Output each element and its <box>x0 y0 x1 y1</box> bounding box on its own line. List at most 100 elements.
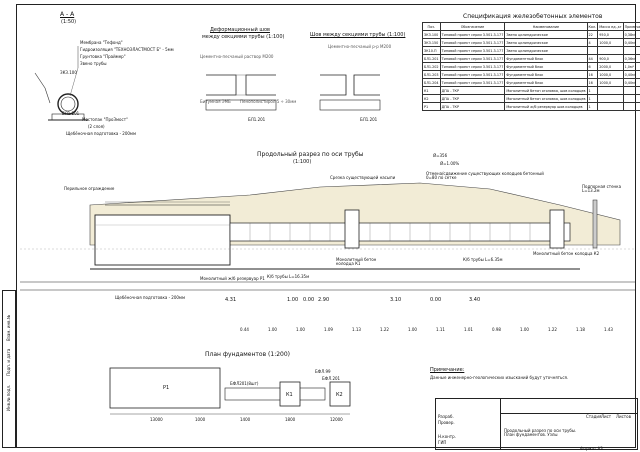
spec-header-row: Поз. Обозначение Наименование Кол. Масса… <box>422 22 640 31</box>
profile-label-k1: Монолитный бетон колодца К1 <box>336 257 377 266</box>
plan-dimension: 12000 <box>330 417 343 422</box>
spec-cell: Типовой проект серии 3.501.3-177 <box>439 62 506 71</box>
plan-label-3: БФЛ.201 <box>322 376 341 381</box>
section-aa-title: А - А <box>60 11 75 18</box>
spec-cell <box>597 86 624 95</box>
profile-distance-value: 1.22 <box>380 327 389 332</box>
stamp-format: Формат А3 <box>580 446 603 451</box>
profile-distance-value: 0.44 <box>240 327 249 332</box>
spec-cell <box>622 94 640 103</box>
spec-cell: 0,36м³ <box>622 54 640 63</box>
spec-header-cell: Обозначение <box>439 22 506 31</box>
profile-label-k2: Монолитный бетон колодца К2 <box>533 251 600 256</box>
profile-distance-value: 1.00 <box>408 327 417 332</box>
spec-cell: 22 <box>586 30 599 39</box>
joint-plain-drawing <box>319 74 381 111</box>
plan-dimension: 1800 <box>285 417 296 422</box>
spec-cell: Типовой проект серии 3.501.3-177 <box>439 78 506 87</box>
profile-label-ground: Ø=1.00% <box>440 161 460 166</box>
profile-label-fence: Перильное ограждение <box>64 186 115 191</box>
side-strip: Инв.№ подл. Подп. и дата Взам. инв.№ <box>2 290 16 448</box>
spec-cell <box>597 94 624 103</box>
profile-distance-value: 1.43 <box>604 327 613 332</box>
profile-distance-value: 1.22 <box>548 327 557 332</box>
section-aa-pipe-mark: ЗКЗ.100 <box>60 70 77 75</box>
profile-slope-value: 1.00 <box>287 297 299 303</box>
spec-cell: Типовой проект серии 3.501.3-177 <box>439 30 506 39</box>
joint-deform-label-br: Пенополистирол 5 ÷ 30мм <box>240 99 297 104</box>
plan-k2: К2 <box>336 392 343 398</box>
spec-header-cell: Примечание <box>622 22 640 31</box>
plan-title: План фундаментов (1:200) <box>205 351 291 358</box>
spec-cell: 6 <box>586 62 599 71</box>
profile-slope-value: 3.10 <box>390 297 402 303</box>
profile-scale: (1:100) <box>293 159 312 165</box>
side-label-2: Подп. и дата <box>6 348 11 376</box>
spec-header-cell: Кол. <box>586 22 599 31</box>
spec-cell <box>622 46 640 55</box>
spec-cell: БЛ1.204 <box>422 78 441 87</box>
spec-cell: К2 <box>422 94 441 103</box>
profile-label-cut: Срезка существующей насыпи <box>330 175 396 180</box>
spec-cell: 1 <box>586 86 599 95</box>
joint-deform-subtitle: между секциями трубы (1:100) <box>202 34 285 40</box>
spec-cell: ЗК10.П <box>422 46 441 55</box>
spec-cell: Монолитный бетон оголовка, шов колодцев <box>504 86 588 95</box>
spec-cell: 16 <box>586 70 599 79</box>
side-label-1: Инв.№ подл. <box>6 384 11 411</box>
spec-header-cell: Поз. <box>422 22 441 31</box>
spec-cell: БЛ1.202 <box>422 62 441 71</box>
spec-cell: 2000,0 <box>597 62 624 71</box>
profile-distance-value: 1.13 <box>352 327 361 332</box>
stamp-role-3: Н.контр. <box>438 434 456 439</box>
spec-cell <box>622 102 640 111</box>
joint-deform-label-bl: Битумная ЭМБ <box>200 99 231 104</box>
section-aa-bottom-2: (2 слоя) <box>88 124 105 129</box>
spec-title: Спецификация железобетонных элементов <box>463 13 603 20</box>
spec-cell: Фундаментный блок <box>504 70 588 79</box>
profile-label-dn: Ø=356 <box>433 153 448 158</box>
stamp-sheet: Лист <box>601 414 612 419</box>
stamp-role-4: ГИП <box>438 440 447 445</box>
spec-cell: 16 <box>586 78 599 87</box>
section-aa-layer-4: Звено трубы <box>80 61 107 66</box>
side-label-3: Взам. инв.№ <box>6 315 11 341</box>
plan-p1: Р1 <box>163 385 170 391</box>
spec-cell: 1 <box>586 102 599 111</box>
plan-dimension: 1400 <box>240 417 251 422</box>
profile-label-gravel: Щебёночная подготовка - 200мм <box>115 295 185 300</box>
plan-dimension: 1000 <box>195 417 206 422</box>
spec-cell: Типовой проект серии 3.501.3-177 <box>439 46 506 55</box>
joint-deform-label-top: Цементно-песчаный раствор М200 <box>200 54 274 59</box>
spec-cell: 44 <box>586 54 599 63</box>
spec-cell: 900,0 <box>597 54 624 63</box>
spec-cell: 0,38м³ <box>622 30 640 39</box>
spec-cell: 4 <box>586 38 599 47</box>
spec-cell: Звено цилиндрическое <box>504 38 588 47</box>
profile-slope-value: 2.90 <box>318 297 330 303</box>
drawing-frame <box>16 4 636 448</box>
spec-cell: Звено цилиндрическое <box>504 30 588 39</box>
profile-distance-value: 1.11 <box>436 327 445 332</box>
stamp-role-1: Разраб. <box>438 414 454 419</box>
section-aa-layer-3: Грунтовка "Праймер" <box>80 54 126 59</box>
spec-cell: Монолитный бетон оголовка, шов колодцев <box>504 94 588 103</box>
spec-cell: Фундаментный блок <box>504 62 588 71</box>
stamp-stage: Стадия <box>586 414 602 419</box>
profile-distance-value: 0.98 <box>492 327 501 332</box>
stamp-role-2: Провер. <box>438 420 455 425</box>
notes-text: Данные инженерно-геологических изысканий… <box>430 375 569 380</box>
section-aa-layer-1: Мембрана "Тефонд" <box>80 40 123 45</box>
spec-cell: 0,40м³ <box>622 38 640 47</box>
section-aa-bottom-3: Щебёночная подготовка - 200мм <box>66 131 136 136</box>
spec-cell: Типовой проект серии 3.501.3-177 <box>439 70 506 79</box>
profile-slope-value: 0.00 <box>303 297 315 303</box>
